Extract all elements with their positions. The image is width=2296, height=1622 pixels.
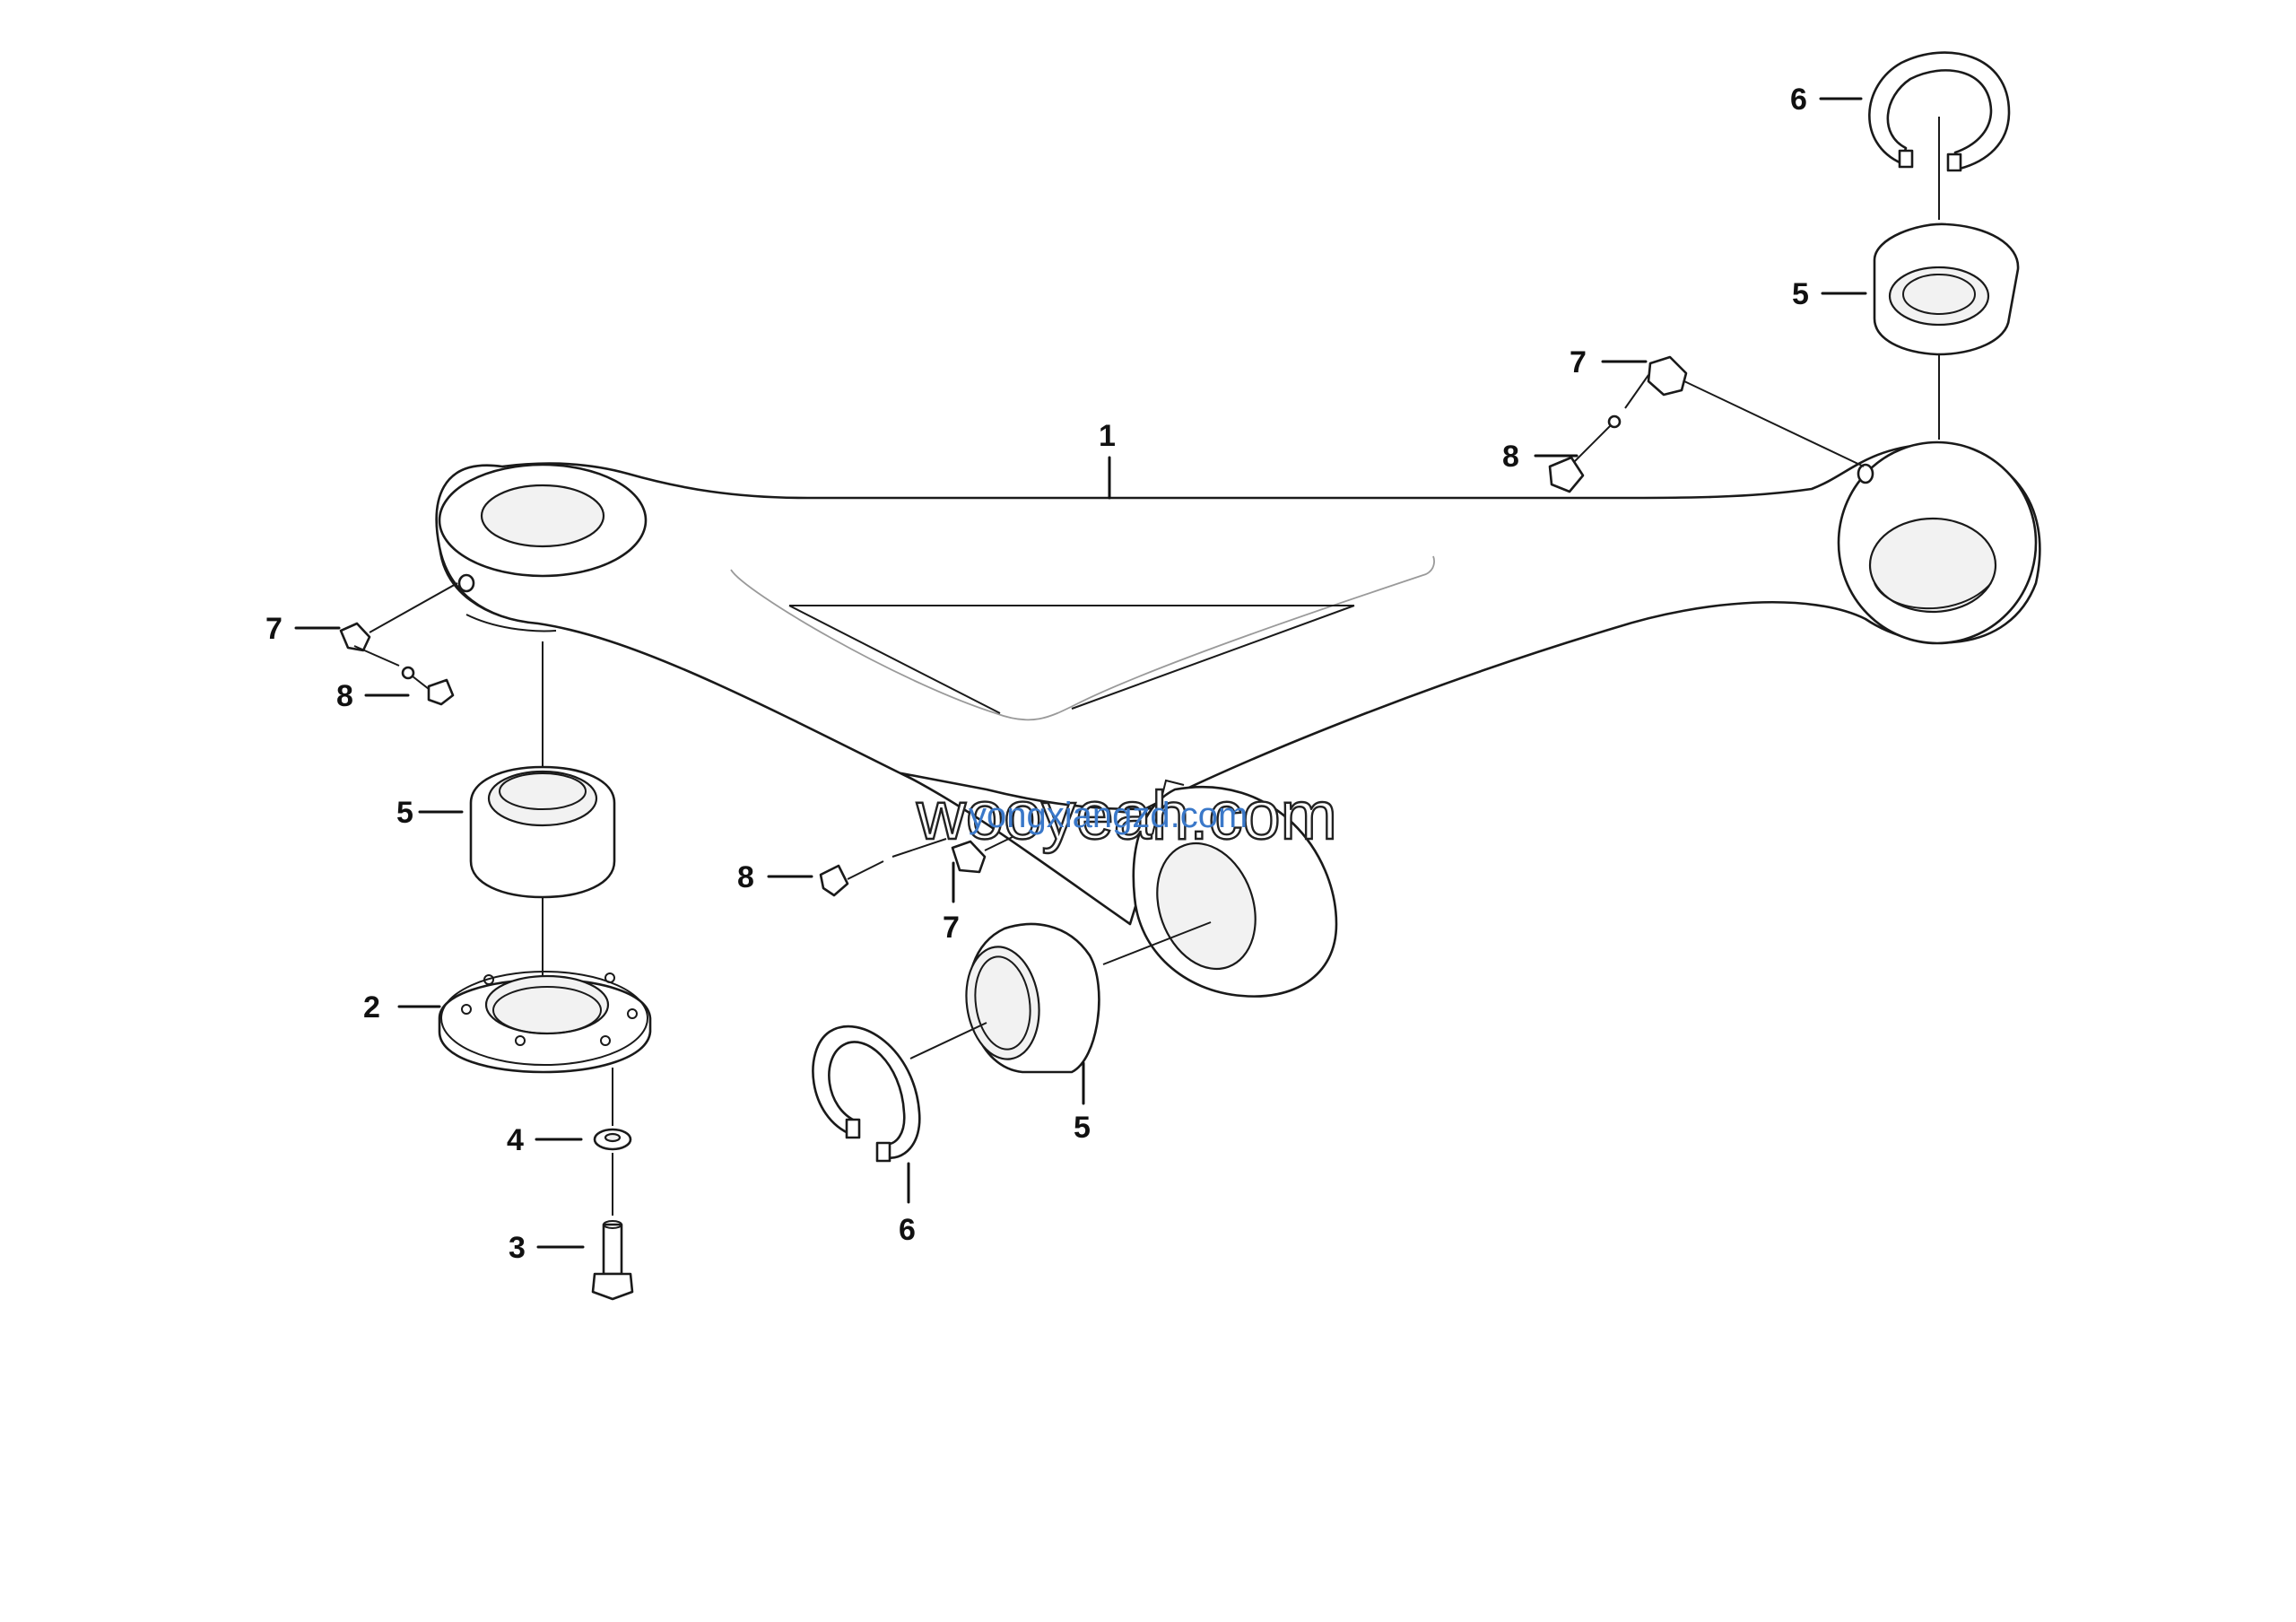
callout-8-center: 8 xyxy=(737,860,754,894)
callout-5-left: 5 xyxy=(396,796,413,830)
callout-4: 4 xyxy=(507,1123,524,1157)
callout-8-right: 8 xyxy=(1502,440,1519,474)
bushing-left xyxy=(469,765,616,899)
grease-fitting-right xyxy=(1647,355,1865,467)
circlip-lower xyxy=(812,1025,921,1163)
callout-3: 3 xyxy=(509,1231,526,1265)
callout-1: 1 xyxy=(1099,419,1116,453)
callout-2: 2 xyxy=(363,990,380,1025)
bushing-top xyxy=(1873,222,2020,356)
callout-7-center: 7 xyxy=(943,911,960,945)
callout-7-left: 7 xyxy=(265,612,283,646)
callout-7-right: 7 xyxy=(1570,345,1587,379)
bolt xyxy=(591,1220,634,1301)
watermark-overlay: yongxiangzd.com xyxy=(969,796,1248,835)
callout-8-left: 8 xyxy=(336,679,353,713)
grease-fitting-left xyxy=(339,582,458,652)
grease-cap-left xyxy=(353,645,455,706)
leader-lower-bushing xyxy=(1102,921,1212,965)
callout-5-top: 5 xyxy=(1792,277,1809,311)
flange-retainer xyxy=(438,971,652,1074)
grease-cap-right xyxy=(1548,374,1649,493)
washer xyxy=(593,1128,632,1151)
callout-6-top: 6 xyxy=(1790,83,1807,117)
circlip-top xyxy=(1868,51,2011,172)
callout-5-lower: 5 xyxy=(1074,1111,1091,1145)
callout-6-lower: 6 xyxy=(899,1213,916,1247)
grease-cap-center xyxy=(819,838,947,897)
grease-fitting-center xyxy=(951,833,1019,874)
watermark-outline: wooyeah.com xyxy=(916,778,1337,854)
bushing-lower xyxy=(965,922,1100,1074)
leader-lower-circlip xyxy=(909,1022,987,1060)
main-arm-frame xyxy=(435,440,2041,998)
